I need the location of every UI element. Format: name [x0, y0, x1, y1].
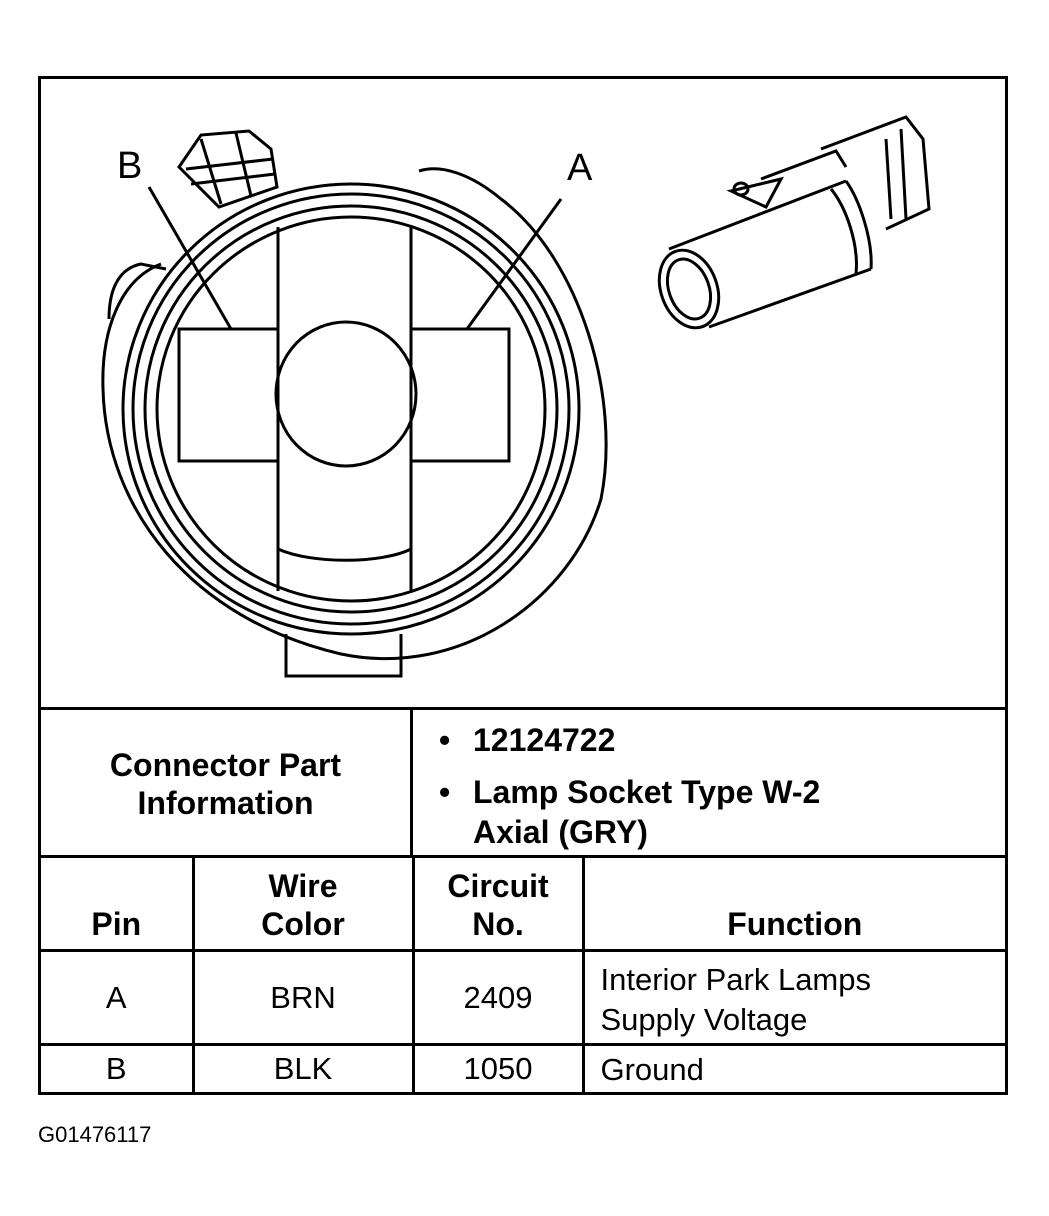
connector-drawing	[101, 115, 931, 678]
pin-cell: B	[41, 1043, 195, 1093]
connector-info-list: • 12124722 • Lamp Socket Type W-2 Axial …	[413, 710, 1005, 852]
socket-type-cont: Axial (GRY)	[473, 814, 648, 850]
circuit-cell: 2409	[411, 949, 585, 1046]
latch-tab	[177, 129, 279, 209]
socket-type: Lamp Socket Type W-2	[473, 774, 821, 810]
connector-info-item: • Lamp Socket Type W-2 Axial (GRY)	[439, 772, 1005, 852]
terminal-a	[409, 327, 511, 463]
figure-code: G01476117	[38, 1122, 152, 1147]
pin-label-a: A	[567, 147, 593, 189]
inner-ring	[155, 215, 547, 603]
middle-ring	[143, 204, 559, 614]
connector-info-heading-line1: Connector Part	[109, 746, 342, 783]
center-boss	[274, 320, 418, 468]
circuit-cell: 1050	[411, 1043, 585, 1093]
connector-shell-inner	[107, 262, 167, 320]
connector-info-item: • 12124722	[439, 720, 1005, 760]
wire-color-cell: BLK	[191, 1043, 415, 1093]
connector-info-row: Connector Part Information • 12124722 • …	[41, 707, 1005, 857]
pin-cell: A	[41, 949, 195, 1046]
leader-a	[465, 198, 563, 330]
bullet-icon: •	[439, 722, 451, 758]
connector-info-values: • 12124722 • Lamp Socket Type W-2 Axial …	[413, 710, 1005, 857]
function-cell: Ground	[581, 1043, 1005, 1093]
wire-color-cell: BRN	[191, 949, 415, 1046]
leader-b	[147, 186, 233, 330]
table-row: B BLK 1050 Ground	[41, 1043, 1005, 1093]
outer-ring-2	[131, 192, 571, 626]
outer-ring	[121, 182, 581, 636]
header-pin: Pin	[41, 855, 195, 952]
connector-shell-outline	[101, 167, 608, 660]
diagram-frame: B A Connector Part Information • 1212472…	[38, 76, 1008, 1095]
terminal-b	[177, 327, 280, 463]
connector-info-heading: Connector Part Information	[41, 710, 413, 857]
connector-illustration: B A	[41, 79, 1005, 709]
part-number: 12124722	[473, 722, 616, 758]
header-function: Function	[581, 855, 1005, 952]
pin-label-b: B	[117, 145, 143, 187]
connector-info-heading-line2: Information	[137, 784, 314, 821]
bullet-icon: •	[439, 774, 451, 810]
socket-perspective	[657, 115, 931, 330]
